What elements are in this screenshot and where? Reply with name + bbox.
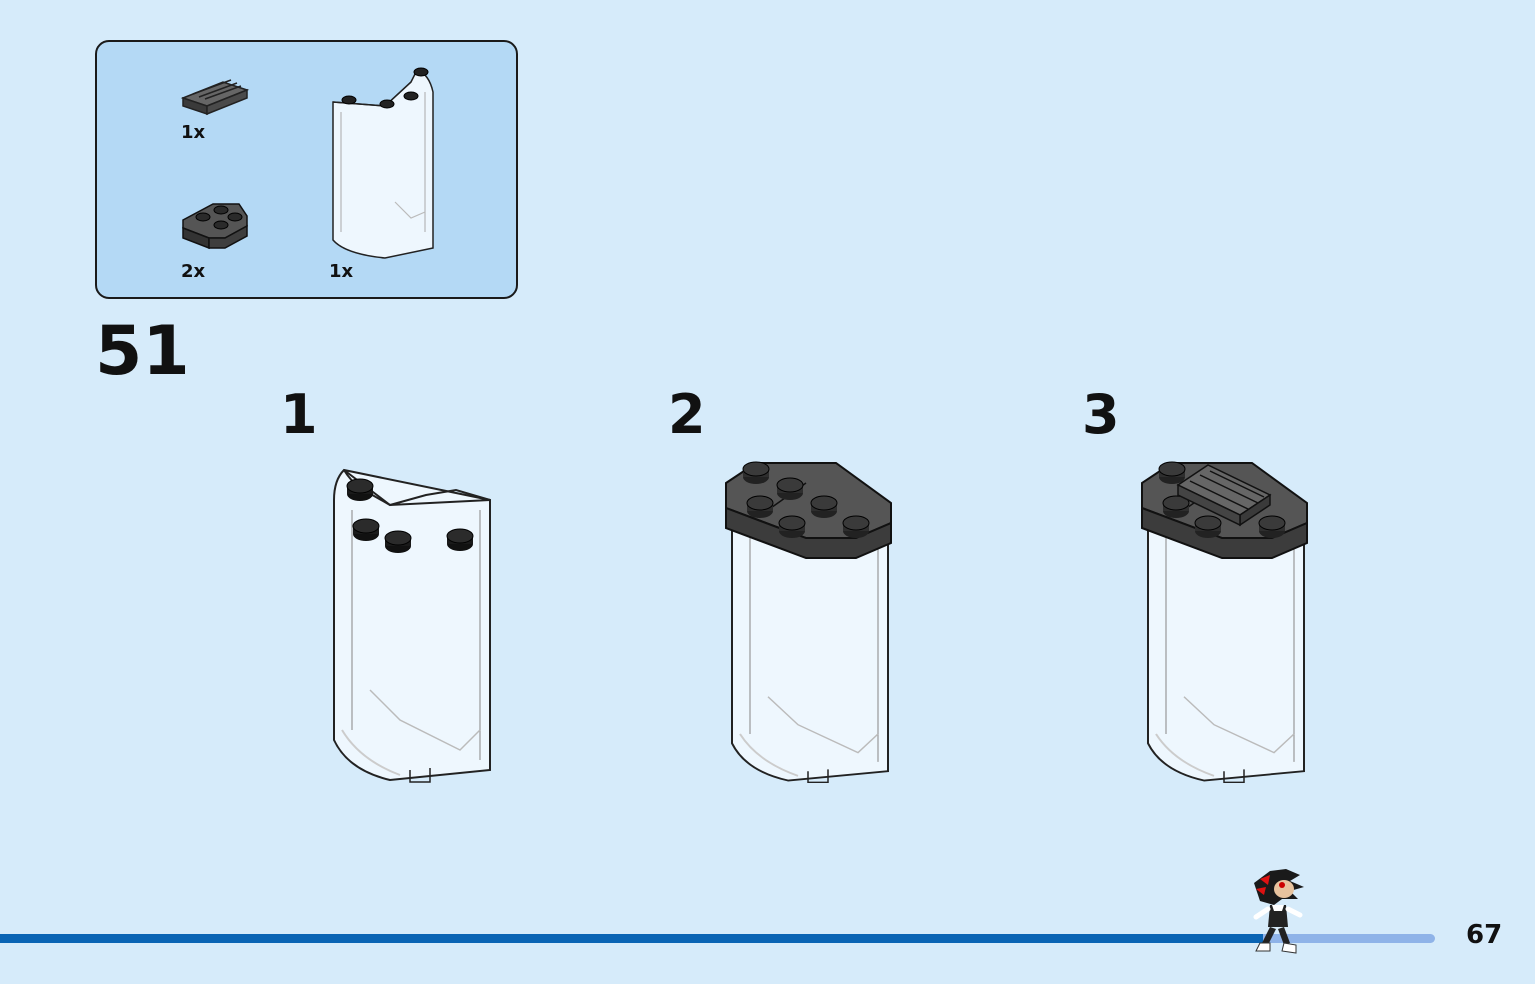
page-number: 67 bbox=[1466, 920, 1503, 950]
part-qty-wedge: 2x bbox=[181, 261, 206, 282]
substep-2-number: 2 bbox=[668, 383, 706, 446]
substep-2-model bbox=[725, 461, 892, 784]
part-qty-grille: 1x bbox=[181, 122, 206, 143]
progress-fill bbox=[0, 934, 1263, 943]
substep-3-number: 3 bbox=[1082, 383, 1120, 446]
curved-panel-icon bbox=[332, 67, 434, 259]
part-qty-panel: 1x bbox=[329, 261, 354, 282]
parts-list-box: 1x 2x 1x bbox=[95, 40, 518, 299]
substep-1-number: 1 bbox=[280, 383, 318, 446]
substep-1-model bbox=[333, 469, 491, 783]
substep-3-model bbox=[1141, 461, 1308, 784]
character-runner-icon bbox=[1253, 869, 1304, 954]
grille-tile-icon bbox=[180, 79, 250, 116]
wedge-plate-icon bbox=[182, 203, 248, 250]
grille-tile-on-model bbox=[1176, 464, 1272, 527]
progress-track bbox=[0, 934, 1435, 943]
step-number: 51 bbox=[95, 312, 190, 391]
